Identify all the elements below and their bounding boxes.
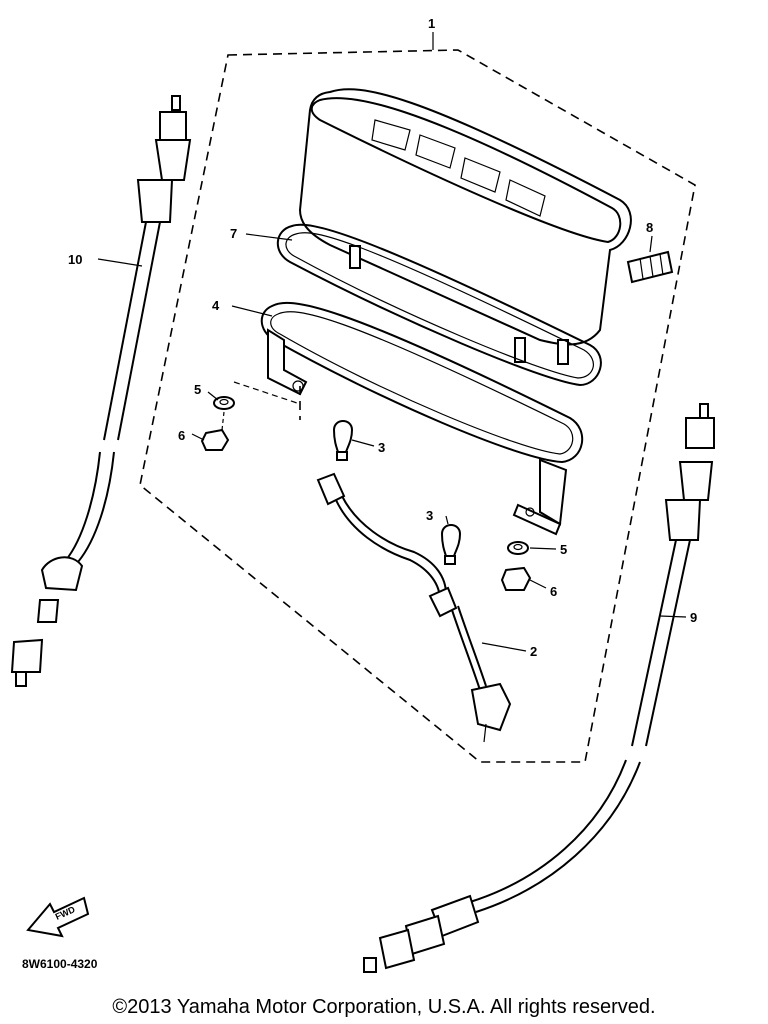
callout-3-upper: 3	[378, 440, 385, 455]
forward-arrow-badge: FWD	[26, 896, 90, 938]
nut-right	[500, 566, 547, 591]
copyright-notice: ©2013 Yamaha Motor Corporation, U.S.A. A…	[112, 996, 656, 1018]
callout-5-right: 5	[560, 542, 567, 557]
callout-3-lower: 3	[426, 508, 433, 523]
cable-left	[10, 95, 192, 687]
leader-10	[97, 258, 143, 267]
leader-8	[649, 235, 653, 253]
reset-knob	[626, 235, 674, 284]
assembly-boundary	[139, 49, 696, 763]
gasket	[245, 223, 602, 387]
leader-9	[659, 615, 687, 618]
callout-9: 9	[690, 610, 697, 625]
leader-7	[245, 233, 293, 241]
bulb-lower	[440, 515, 462, 565]
leader-5b	[529, 547, 557, 550]
washer-right	[507, 541, 557, 555]
callout-4: 4	[212, 298, 220, 313]
callout-6-right: 6	[550, 584, 557, 599]
callout-2: 2	[530, 644, 537, 659]
leader-5a	[207, 391, 219, 401]
callout-6-left: 6	[178, 428, 185, 443]
leader-4	[231, 305, 273, 317]
leader-3a	[351, 439, 375, 447]
leader-2	[481, 642, 527, 652]
callout-10: 10	[68, 252, 82, 267]
washer-left	[207, 381, 301, 410]
leader-6b	[529, 579, 547, 589]
diagram-code: 8W6100-4320	[22, 957, 98, 971]
meter-bracket	[231, 301, 584, 536]
callout-1: 1	[428, 16, 435, 31]
callout-5-left: 5	[194, 382, 201, 397]
nut-left	[191, 411, 230, 451]
leader-3b	[445, 515, 449, 525]
meter-housing	[298, 88, 632, 365]
bulb-upper	[332, 420, 375, 461]
callout-8: 8	[646, 220, 653, 235]
cable-right	[363, 403, 715, 973]
leader-6a	[191, 433, 205, 441]
wire-harness	[316, 472, 527, 743]
callout-7: 7	[230, 226, 237, 241]
